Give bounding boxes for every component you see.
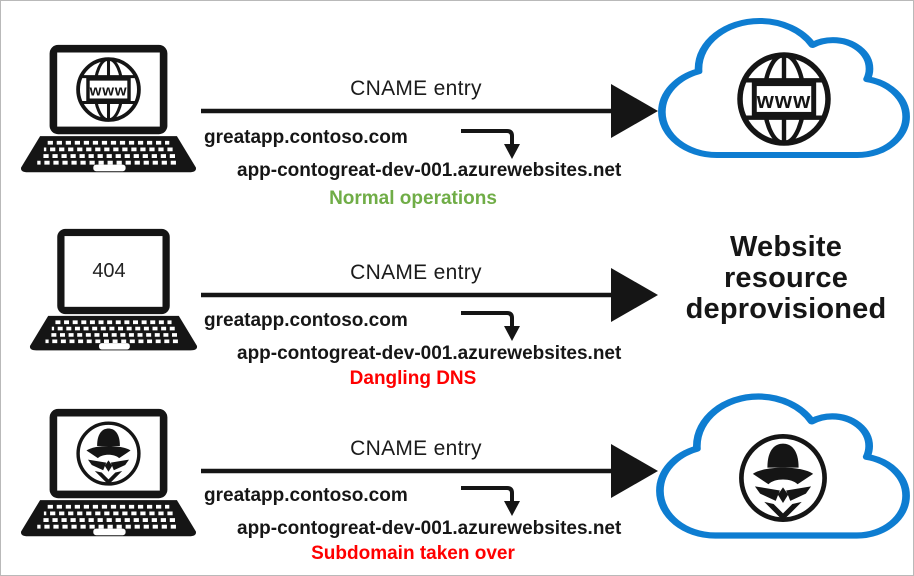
status-subdomain-taken-over: Subdomain taken over xyxy=(311,543,515,564)
elbow-arrow-icon xyxy=(461,129,520,159)
laptop-globe-icon: www xyxy=(20,44,197,173)
cloud-globe: www xyxy=(655,6,913,170)
globe-www-icon: www xyxy=(737,52,831,147)
laptop-spy-icon xyxy=(20,408,197,537)
status-normal-operations: Normal operations xyxy=(329,188,497,209)
spy-icon xyxy=(76,421,141,486)
deprovisioned-line-3: deprovisioned xyxy=(685,293,887,326)
cname-entry-label: CNAME entry xyxy=(350,437,482,460)
arrow-right-icon xyxy=(201,444,658,498)
cname-entry-label: CNAME entry xyxy=(350,77,482,100)
deprovisioned-text: Website resource deprovisioned xyxy=(656,231,913,326)
target-domain-text: app-contogreat-dev-001.azurewebsites.net xyxy=(237,160,622,181)
arrow-right-icon xyxy=(201,84,658,138)
globe-www-icon: www xyxy=(76,57,141,122)
www-label: www xyxy=(89,83,128,100)
deprovisioned-line-1: Website xyxy=(729,231,843,263)
cloud-spy xyxy=(653,381,913,551)
cname-entry-label: CNAME entry xyxy=(350,261,482,284)
screen-404-text: 404 xyxy=(92,260,125,282)
domain-text: greatapp.contoso.com xyxy=(204,127,408,148)
domain-text: greatapp.contoso.com xyxy=(204,310,408,331)
status-dangling-dns: Dangling DNS xyxy=(349,368,477,389)
www-label: www xyxy=(756,88,812,113)
elbow-arrow-icon xyxy=(461,486,520,516)
elbow-arrow-icon xyxy=(461,311,520,341)
arrow-right-icon xyxy=(201,268,658,322)
target-domain-text: app-contogreat-dev-001.azurewebsites.net xyxy=(237,343,622,364)
target-domain-text: app-contogreat-dev-001.azurewebsites.net xyxy=(237,518,622,539)
spy-icon xyxy=(739,433,827,522)
domain-text: greatapp.contoso.com xyxy=(204,485,408,506)
laptop-404-icon: 404 xyxy=(29,228,198,351)
deprovisioned-line-2: resource xyxy=(723,262,849,295)
